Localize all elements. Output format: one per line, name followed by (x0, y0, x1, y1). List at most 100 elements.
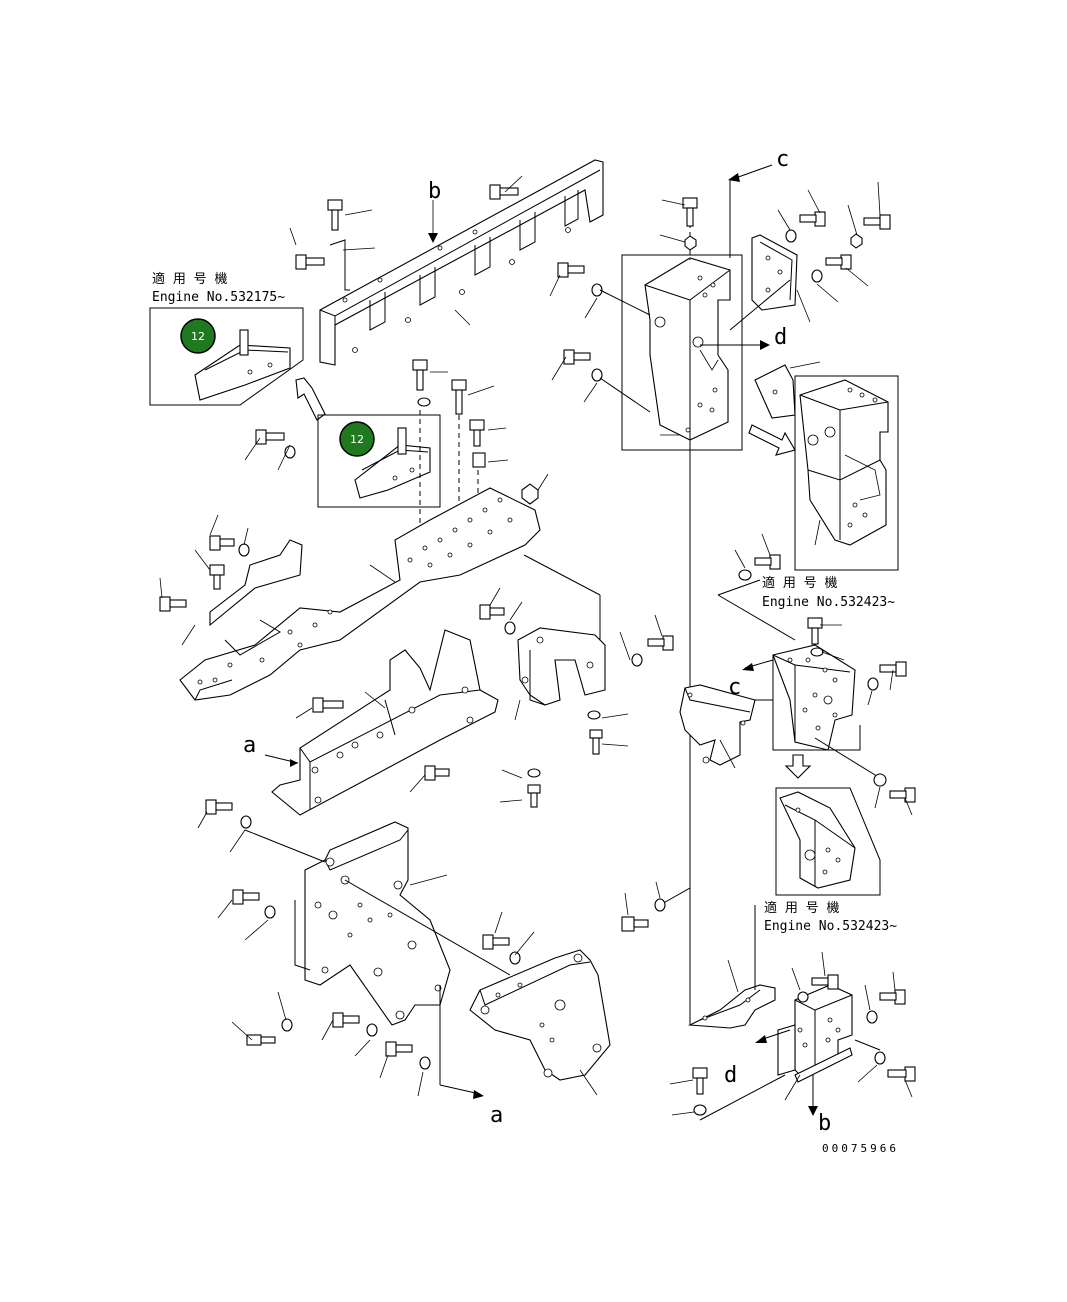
center-bracket (479, 554, 674, 808)
lower-center-plate (469, 911, 611, 1096)
large-plate (179, 487, 541, 701)
view-letter-b: b (428, 179, 441, 204)
bolt-icon (889, 787, 916, 803)
hollow-arrow-icon (748, 424, 796, 456)
washer-icon (284, 445, 296, 459)
washer-icon (873, 773, 887, 787)
bolt-icon (205, 799, 233, 815)
top-bracket (319, 159, 604, 366)
bolt-icon (412, 359, 428, 391)
callout-number: 12 (191, 330, 205, 343)
hollow-arrow-down-icon (784, 754, 812, 779)
bolt-icon (799, 211, 826, 227)
washer-icon (874, 1051, 886, 1065)
washer-icon (587, 710, 601, 720)
frame-assembly (264, 629, 499, 816)
washer-icon (591, 368, 603, 382)
washer-icon (509, 951, 521, 965)
bolt-icon (682, 197, 698, 227)
washer-icon (240, 815, 252, 829)
top-right-bracket (621, 205, 743, 1025)
callout-number: 12 (350, 433, 364, 446)
callout-circle (339, 421, 375, 457)
washer-icon (264, 905, 276, 919)
washer-icon (693, 1104, 707, 1116)
washer-icon (785, 229, 797, 243)
bolt-group-top (289, 175, 523, 326)
bolt-icon (479, 604, 505, 620)
washer-icon (417, 397, 431, 407)
washer-icon (797, 991, 809, 1003)
bolt-icon (589, 729, 603, 755)
hanging-bracket (679, 684, 773, 769)
callout-12-b: 12 (339, 421, 375, 457)
bolt-icon (385, 1041, 413, 1057)
engine-note-3: 適 用 号 機 Engine No.532423~ (764, 900, 897, 934)
engine-note-1: 適 用 号 機 Engine No.532175~ (152, 271, 285, 305)
mid-right-bracket (742, 617, 907, 779)
bolt-icon (863, 214, 891, 230)
bolt-icon (621, 916, 649, 932)
bolt-icon (159, 596, 187, 612)
bolt-icon (887, 1066, 916, 1082)
bolt-group-note2 (734, 533, 781, 581)
bolt-icon (209, 564, 225, 590)
bolt-group-left (159, 429, 296, 612)
washer-icon (654, 898, 666, 912)
view-letter-d-lower: d (724, 1063, 737, 1088)
bolt-icon (825, 254, 852, 270)
engine-note-3-engine: Engine No.532423~ (764, 919, 897, 934)
bolt-icon (332, 1012, 360, 1028)
view-c-arrow (728, 164, 773, 258)
washer-icon (684, 235, 697, 251)
bolt-group-top-right (549, 197, 698, 413)
washer-icon (631, 653, 643, 667)
view-letter-a-lower: a (490, 1103, 503, 1128)
nut-icon (521, 483, 539, 505)
bolt-group-center (412, 359, 549, 580)
bolt-group-lower-left (197, 799, 484, 1099)
engine-note-1-jp: 適 用 号 機 (152, 271, 227, 287)
figure-id: 00075966 (822, 1142, 899, 1155)
bolt-icon (246, 1034, 276, 1046)
washer-icon (527, 768, 541, 778)
bolt-icon (563, 349, 591, 365)
callout-circle (180, 318, 216, 354)
washer-icon (238, 543, 250, 557)
engine-note-2-jp: 適 用 号 機 (762, 575, 837, 591)
plate-holes (197, 497, 513, 685)
bolt-icon (489, 184, 519, 200)
view-letter-c: c (776, 147, 789, 172)
engine-note-2-engine: Engine No.532423~ (762, 595, 895, 610)
bottom-right-bracket (669, 905, 916, 1121)
bolt-icon (327, 199, 343, 231)
bolt-icon (754, 554, 781, 570)
bolt-icon (807, 617, 823, 645)
bolt-icon (424, 765, 450, 781)
view-d-arrow (700, 340, 770, 350)
inset-box-lower-right (775, 787, 881, 896)
bolt-group-right-mid (873, 773, 916, 816)
bolt-icon (879, 661, 907, 677)
inset-box-right (794, 375, 899, 571)
bolt-icon (527, 784, 541, 808)
washer-icon (504, 621, 516, 635)
engine-note-3-jp: 適 用 号 機 (764, 900, 839, 916)
bolt-icon (312, 697, 344, 713)
bolt-icon (209, 535, 235, 551)
bolt-icon (557, 262, 585, 278)
washer-icon (366, 1023, 378, 1037)
washer-icon (591, 283, 603, 297)
inset-box-1 (149, 307, 304, 406)
spacer-icon (472, 452, 486, 468)
bolt-icon (647, 635, 674, 651)
view-letter-b-lower: b (818, 1111, 831, 1136)
washer-icon (866, 1010, 878, 1024)
bolt-icon (232, 889, 260, 905)
view-b-arrowhead (428, 233, 438, 243)
view-letter-d: d (774, 325, 787, 350)
bolt-icon (451, 379, 467, 415)
bolt-icon (692, 1067, 708, 1095)
hollow-arrow-icon (295, 377, 326, 421)
